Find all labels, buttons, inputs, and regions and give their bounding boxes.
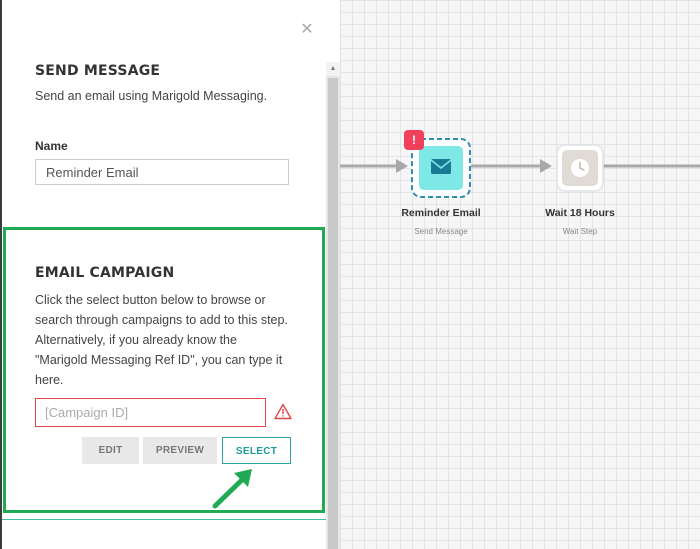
- email-campaign-title: EMAIL CAMPAIGN: [35, 265, 175, 281]
- panel-divider: [2, 519, 326, 520]
- envelope-icon: [411, 138, 471, 198]
- workflow-node-wait-step[interactable]: [556, 144, 604, 192]
- node-title: Wait 18 Hours: [545, 207, 615, 219]
- email-campaign-highlight: [3, 227, 325, 513]
- select-button[interactable]: SELECT: [222, 437, 291, 464]
- workflow-connectors: [340, 159, 700, 173]
- edit-button[interactable]: EDIT: [82, 437, 139, 464]
- window-edge: [0, 0, 2, 549]
- error-badge: !: [404, 130, 424, 150]
- clock-icon: [556, 144, 604, 192]
- scrollbar-thumb[interactable]: [328, 78, 338, 549]
- name-label: Name: [35, 139, 68, 153]
- send-message-description: Send an email using Marigold Messaging.: [35, 89, 268, 103]
- scroll-up-arrow-icon[interactable]: ▲: [326, 62, 340, 76]
- send-message-title: SEND MESSAGE: [35, 63, 161, 79]
- node-subtitle: Send Message: [414, 227, 468, 236]
- arrow-pointer-icon: [212, 469, 252, 509]
- name-input[interactable]: [35, 159, 289, 185]
- node-title: Reminder Email: [401, 207, 481, 219]
- email-campaign-description: Click the select button below to browse …: [35, 293, 288, 387]
- close-icon[interactable]: ✕: [300, 21, 314, 38]
- campaign-id-input[interactable]: [35, 398, 266, 427]
- preview-button[interactable]: PREVIEW: [143, 437, 217, 464]
- warning-icon: [274, 403, 292, 420]
- workflow-node-reminder-email[interactable]: [410, 137, 472, 199]
- workflow-canvas[interactable]: ! Reminder Email Send Message Wait 18 Ho…: [340, 0, 700, 549]
- node-subtitle: Wait Step: [562, 227, 598, 236]
